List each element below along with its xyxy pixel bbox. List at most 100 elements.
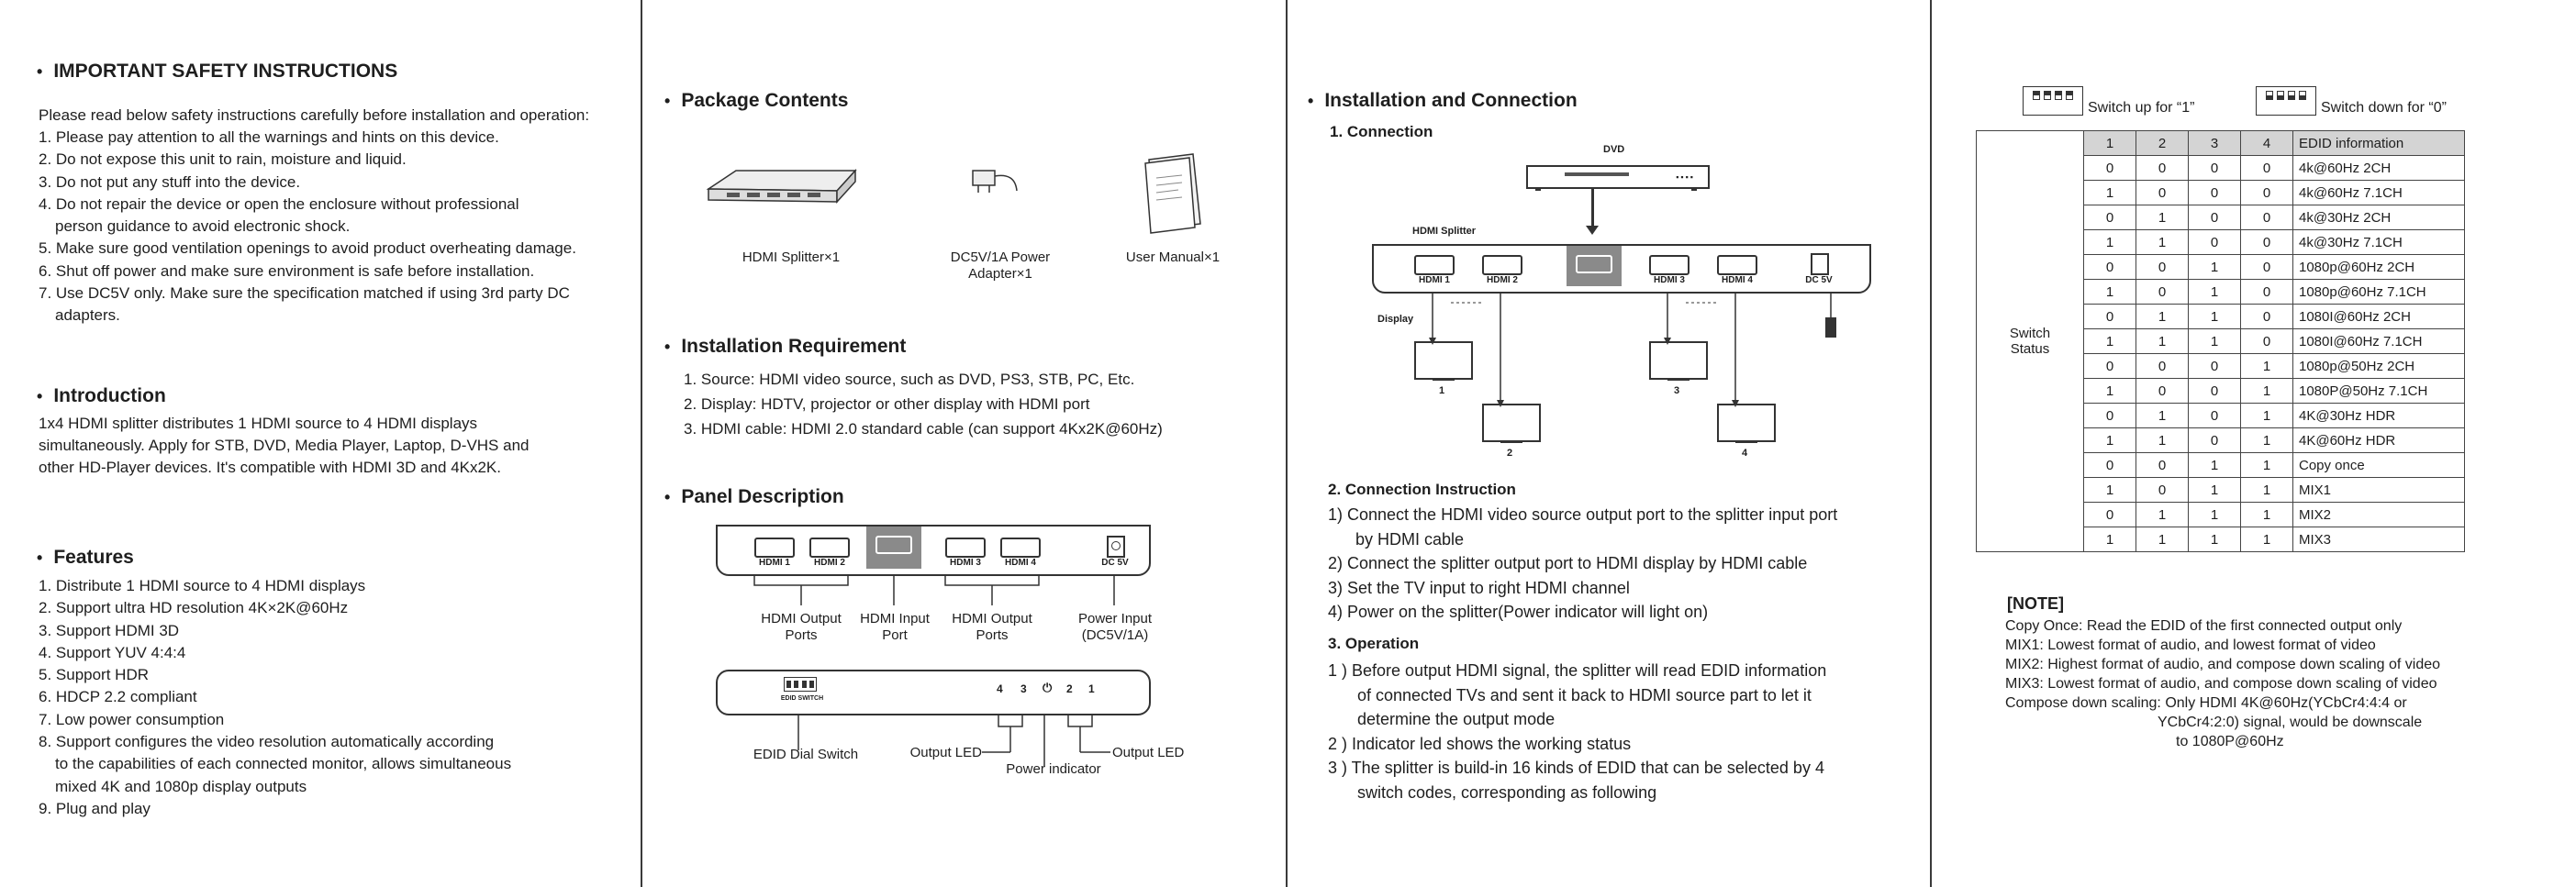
front-panel-leaders: [753, 574, 1115, 605]
port-label: DC 5V: [1805, 275, 1833, 285]
power-adapter-illustration: [972, 170, 1018, 193]
front-caption-output-left: HDMI Output Ports: [761, 611, 842, 643]
table-cell: 1: [2188, 502, 2241, 527]
table-cell: 0: [2188, 353, 2241, 379]
list-item: 6. HDCP 2.2 compliant: [39, 688, 197, 706]
led-number: 3: [1020, 682, 1027, 695]
list-item: 1. Please pay attention to all the warni…: [39, 128, 499, 146]
table-cell: 0: [2188, 155, 2241, 181]
operation-subheading: 3. Operation: [1328, 635, 1420, 652]
package-caption-adapter: DC5V/1A Power Adapter×1: [950, 249, 1051, 282]
switch-up-legend: Switch up for “1”: [2088, 100, 2195, 116]
tv-icon: [1482, 404, 1541, 442]
front-caption-input: HDMI Input Port: [860, 611, 930, 643]
tv-number: 1: [1439, 385, 1445, 396]
table-cell: 1: [2083, 427, 2136, 453]
table-cell: 1: [2240, 427, 2293, 453]
port-hdmi2: [809, 538, 850, 558]
edid-dial-switch-icon: [784, 677, 817, 692]
table-cell: 0: [2136, 180, 2189, 205]
list-item: 1) Connect the HDMI video source output …: [1328, 505, 1838, 524]
display-label: Display: [1377, 314, 1414, 325]
connection-cables: [1429, 292, 1836, 407]
port-label: HDMI 4: [1722, 275, 1753, 285]
user-manual-illustration: [1144, 153, 1201, 234]
features-heading: • Features: [37, 547, 134, 568]
operation-list: 1 ) Before output HDMI signal, the split…: [1328, 659, 1826, 804]
list-item: 7. Low power consumption: [39, 710, 225, 728]
tv-stand: [1735, 440, 1757, 443]
switch-down-legend: Switch down for “0”: [2321, 100, 2447, 116]
table-cell: 0: [2136, 452, 2189, 478]
tv-stand: [1667, 378, 1689, 381]
table-cell: 1: [2240, 403, 2293, 428]
table-cell: 1080p@60Hz 7.1CH: [2292, 279, 2465, 305]
table-cell: 1: [2188, 304, 2241, 329]
installation-heading: • Installation and Connection: [1308, 90, 1578, 111]
port-label: HDMI 4: [1005, 558, 1036, 568]
table-cell: 1: [2136, 403, 2189, 428]
table-cell: 1: [2188, 452, 2241, 478]
port-hdmi1: [754, 538, 795, 558]
table-cell: MIX1: [2292, 477, 2465, 503]
table-cell: 4k@30Hz 7.1CH: [2292, 229, 2465, 255]
table-header-cell: 1: [2083, 130, 2136, 156]
table-cell: 0: [2136, 254, 2189, 280]
led-number: 4: [997, 682, 1003, 695]
note-heading: [NOTE]: [2007, 594, 2064, 613]
power-led-icon: ⏻: [1043, 681, 1053, 694]
package-heading: • Package Contents: [664, 90, 849, 111]
table-cell: 0: [2083, 403, 2136, 428]
list-item: 1 ) Before output HDMI signal, the split…: [1328, 661, 1827, 680]
rear-panel-leaders: [797, 714, 1110, 767]
list-item: 3 ) The splitter is build-in 16 kinds of…: [1328, 759, 1824, 777]
table-cell: 1: [2083, 477, 2136, 503]
list-item: 6. Shut off power and make sure environm…: [39, 261, 535, 280]
list-item: determine the output mode: [1357, 710, 1556, 728]
table-cell: 0: [2240, 328, 2293, 354]
list-item: 5. Support HDR: [39, 666, 149, 684]
connection-subheading: 1. Connection: [1330, 123, 1433, 140]
port-label: HDMI 1: [1419, 275, 1450, 285]
safety-heading: • IMPORTANT SAFETY INSTRUCTIONS: [37, 61, 398, 82]
table-cell: 4k@60Hz 7.1CH: [2292, 180, 2465, 205]
front-caption-power: Power Input (DC5V/1A): [1077, 611, 1153, 643]
table-cell: 0: [2240, 229, 2293, 255]
column-divider-1: [641, 0, 642, 887]
table-cell: 0: [2188, 378, 2241, 404]
list-item: 4) Power on the splitter(Power indicator…: [1328, 603, 1709, 621]
port-label: HDMI 3: [1654, 275, 1685, 285]
table-cell: 1080I@60Hz 2CH: [2292, 304, 2465, 329]
port-hdmi-in: [866, 527, 921, 569]
table-cell: MIX3: [2292, 527, 2465, 552]
table-cell: 0: [2240, 180, 2293, 205]
instruction-subheading: 2. Connection Instruction: [1328, 481, 1516, 498]
table-cell: Copy once: [2292, 452, 2465, 478]
tv-number: 3: [1674, 385, 1680, 396]
table-cell: 0: [2083, 304, 2136, 329]
switch-status-label: Switch Status: [1976, 130, 2084, 552]
tv-number: 4: [1742, 448, 1748, 459]
column-divider-2: [1286, 0, 1288, 887]
table-cell: 0: [2136, 378, 2189, 404]
tv-icon: [1717, 404, 1776, 442]
table-cell: 4K@60Hz HDR: [2292, 427, 2465, 453]
list-item: by HDMI cable: [1355, 529, 1465, 549]
dip-switch-down-icon: [2256, 86, 2316, 116]
list-item: 2. Do not expose this unit to rain, mois…: [39, 150, 407, 169]
table-cell: 1080P@50Hz 7.1CH: [2292, 378, 2465, 404]
table-cell: 1: [2136, 304, 2189, 329]
bullet-icon: •: [664, 337, 671, 356]
led-number: 1: [1088, 682, 1095, 695]
table-header-cell: 3: [2188, 130, 2241, 156]
table-cell: 0: [2136, 353, 2189, 379]
table-cell: 0: [2188, 403, 2241, 428]
splitter-illustration: [706, 169, 857, 204]
table-cell: 1: [2083, 180, 2136, 205]
port-label: HDMI 2: [814, 558, 845, 568]
